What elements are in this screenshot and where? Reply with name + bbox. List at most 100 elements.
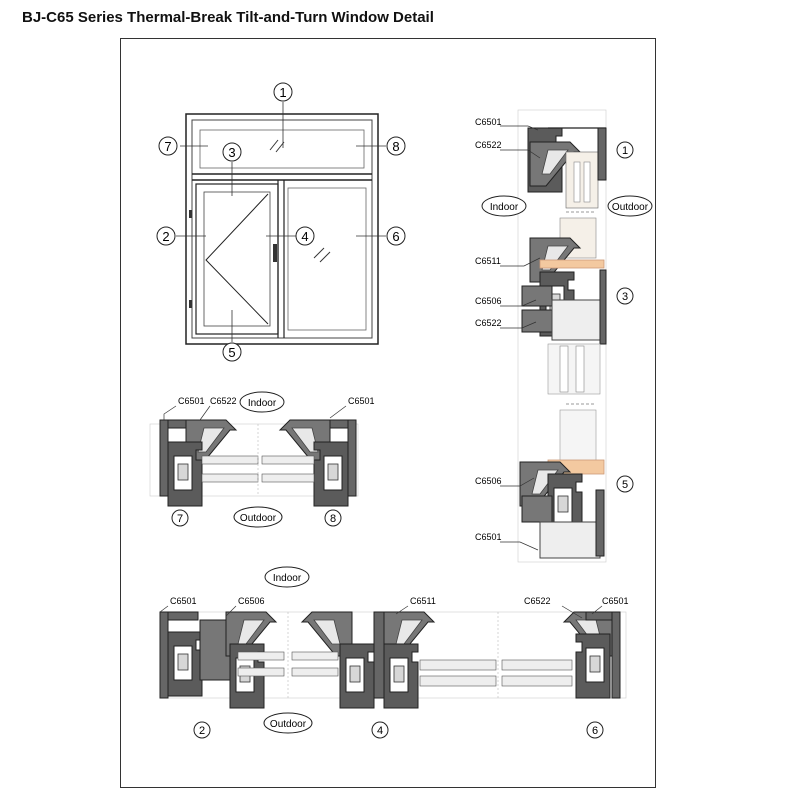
svg-text:Indoor: Indoor [490, 202, 519, 213]
svg-text:C6506: C6506 [475, 476, 502, 486]
section-7-profile [159, 419, 259, 507]
leader-c6506-5: C6506 [475, 476, 535, 487]
svg-text:C6511: C6511 [475, 256, 501, 266]
horizontal-section-2-4-6: C6501 C6506 C6511 C6522 C6501 Indoor Out… [159, 566, 629, 739]
svg-text:C6501: C6501 [602, 596, 629, 606]
svg-text:C6501: C6501 [170, 596, 197, 606]
svg-text:C6506: C6506 [238, 596, 265, 606]
marker-5-section: 5 [616, 475, 634, 493]
marker-7-section: 7 [171, 509, 189, 527]
section-5-profile [519, 409, 605, 559]
transom-glass [199, 129, 365, 169]
svg-text:4: 4 [301, 229, 308, 244]
leader-c6501-8: C6501 [329, 396, 375, 419]
svg-text:C6522: C6522 [524, 596, 551, 606]
svg-text:7: 7 [164, 139, 171, 154]
marker-3-section: 3 [616, 287, 634, 305]
marker-3: 3 [222, 142, 242, 162]
svg-text:5: 5 [622, 479, 628, 491]
fixed-glass [287, 187, 367, 331]
marker-7: 7 [158, 136, 178, 156]
outer-frame [185, 113, 379, 345]
svg-text:1: 1 [622, 145, 628, 157]
svg-text:Outdoor: Outdoor [240, 513, 277, 524]
marker-2-section: 2 [193, 721, 211, 739]
svg-text:3: 3 [622, 291, 628, 303]
svg-text:C6501: C6501 [475, 532, 502, 542]
section-4-profile [291, 611, 497, 709]
page-title: BJ-C65 Series Thermal-Break Tilt-and-Tur… [22, 9, 434, 26]
inner-frame-line [191, 119, 373, 339]
marker-5: 5 [222, 342, 242, 362]
svg-text:2: 2 [162, 229, 169, 244]
leader-c6501-1: C6501 [475, 117, 539, 131]
glass-hatch [269, 139, 279, 151]
svg-text:8: 8 [392, 139, 399, 154]
svg-text:C6522: C6522 [475, 318, 502, 328]
label-outdoor-78: Outdoor [233, 506, 283, 528]
svg-text:6: 6 [592, 725, 598, 737]
marker-8: 8 [386, 136, 406, 156]
label-outdoor-bottom: Outdoor [263, 712, 313, 734]
svg-text:8: 8 [330, 513, 336, 525]
marker-6: 6 [386, 226, 406, 246]
svg-text:C6522: C6522 [475, 140, 502, 150]
leader-c6522-6: C6522 [524, 596, 583, 619]
svg-text:C6501: C6501 [348, 396, 375, 406]
svg-text:C6501: C6501 [178, 396, 205, 406]
leader-c6522-7: C6522 [199, 396, 237, 421]
svg-text:Indoor: Indoor [248, 398, 277, 409]
marker-6-section: 6 [586, 721, 604, 739]
marker-8-section: 8 [324, 509, 342, 527]
leader-c6522-1: C6522 [475, 140, 541, 159]
marker-1-section: 1 [616, 141, 634, 159]
sash-opening-symbol [205, 193, 269, 325]
marker-4-section: 4 [371, 721, 389, 739]
window-elevation: 1 7 8 3 2 4 6 5 [156, 82, 406, 362]
label-indoor-bottom: Indoor [264, 566, 310, 588]
svg-text:C6522: C6522 [210, 396, 237, 406]
leader-c6506-3: C6506 [475, 296, 537, 307]
leader-c6511-4: C6511 [395, 596, 436, 615]
marker-2: 2 [156, 226, 176, 246]
vertical-section-1-3-5: C6501 C6522 C6511 C6506 C6522 C6506 C650… [475, 109, 653, 563]
sash-glass [203, 191, 271, 327]
svg-text:Indoor: Indoor [273, 573, 302, 584]
section-8-profile [261, 419, 357, 507]
leader-c6501-2: C6501 [159, 596, 197, 613]
hinge-top [189, 210, 192, 218]
leader-c6501-6: C6501 [591, 596, 629, 615]
opening-sash [195, 183, 279, 335]
label-indoor-right: Indoor [481, 195, 527, 217]
leader-c6506-2: C6506 [225, 596, 265, 617]
svg-text:Outdoor: Outdoor [612, 202, 649, 213]
label-outdoor-right: Outdoor [607, 195, 653, 217]
marker-1: 1 [273, 82, 293, 102]
leader-c6501-5: C6501 [475, 532, 539, 551]
svg-text:5: 5 [228, 345, 235, 360]
drawing-sheet-border [120, 38, 656, 788]
horizontal-section-7-8: C6501 C6522 C6501 Indoor Outdoor 7 8 [149, 391, 375, 528]
svg-text:C6501: C6501 [475, 117, 502, 127]
leader-c6501-7: C6501 [163, 396, 205, 420]
leader-c6522-3: C6522 [475, 318, 537, 329]
svg-text:2: 2 [199, 725, 205, 737]
section-2-profile [159, 611, 285, 709]
svg-text:3: 3 [228, 145, 235, 160]
svg-text:Outdoor: Outdoor [270, 719, 307, 730]
svg-text:1: 1 [279, 85, 286, 100]
window-handle [273, 244, 277, 262]
marker-4: 4 [295, 226, 315, 246]
svg-text:7: 7 [177, 513, 183, 525]
leader-c6511-3: C6511 [475, 256, 541, 267]
svg-text:6: 6 [392, 229, 399, 244]
section-6-profile [501, 611, 621, 699]
section-3-profile [521, 217, 607, 395]
hinge-bottom [189, 300, 192, 308]
svg-text:C6511: C6511 [410, 596, 436, 606]
svg-text:4: 4 [377, 725, 383, 737]
label-indoor-78: Indoor [239, 391, 285, 413]
svg-text:C6506: C6506 [475, 296, 502, 306]
section-1-profile [527, 127, 607, 209]
